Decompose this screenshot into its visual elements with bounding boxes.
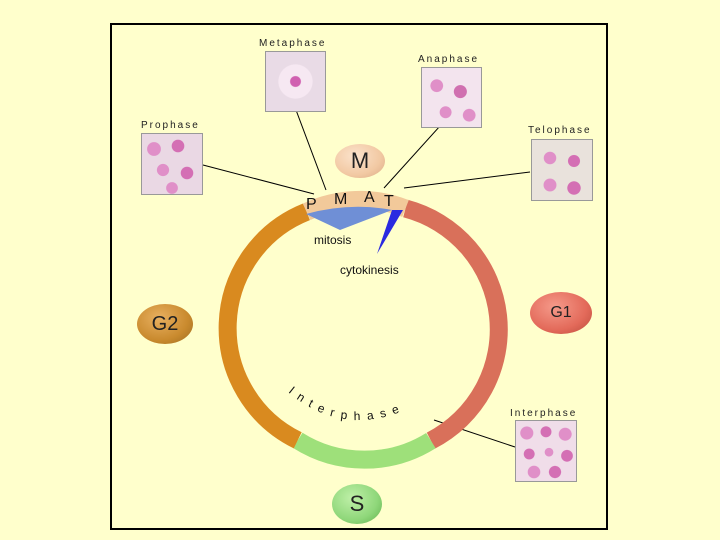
prophase-label: Prophase [141,120,200,131]
telophase-label: Telophase [528,125,592,136]
m-arc [302,190,409,221]
ring-letter-m: M [334,191,347,208]
metaphase-label: Metaphase [259,38,327,49]
ring-letter-t: T [384,193,394,210]
cytokinesis-label: cytokinesis [340,263,399,277]
ring-letter-p: P [306,196,317,213]
phase-g2-badge: G2 [137,304,193,344]
anaphase-label: Anaphase [418,54,480,65]
telophase-micrograph [531,139,593,201]
anaphase-micrograph [421,67,482,128]
metaphase-micrograph [265,51,326,112]
g2-arc [218,203,310,449]
phase-g1-badge: G1 [530,292,592,334]
s-arc [292,432,436,469]
ring-letter-a: A [364,189,375,206]
leader-line-prophase [202,164,315,195]
mitosis-wedge [306,206,392,230]
mitosis-label: mitosis [314,233,351,247]
interphase-arc-label: Interphase [286,384,407,424]
phase-s-badge: S [332,484,382,524]
prophase-micrograph [141,133,203,195]
leader-line-anaphase [383,125,441,189]
leader-line-telophase [403,171,531,189]
phase-m-badge: M [335,144,385,178]
cytokinesis-wedge [377,210,403,254]
interphase-label: Interphase [510,408,578,419]
interphase-micrograph [515,420,577,482]
leader-line-metaphase [295,109,327,191]
g1-arc [403,199,508,449]
